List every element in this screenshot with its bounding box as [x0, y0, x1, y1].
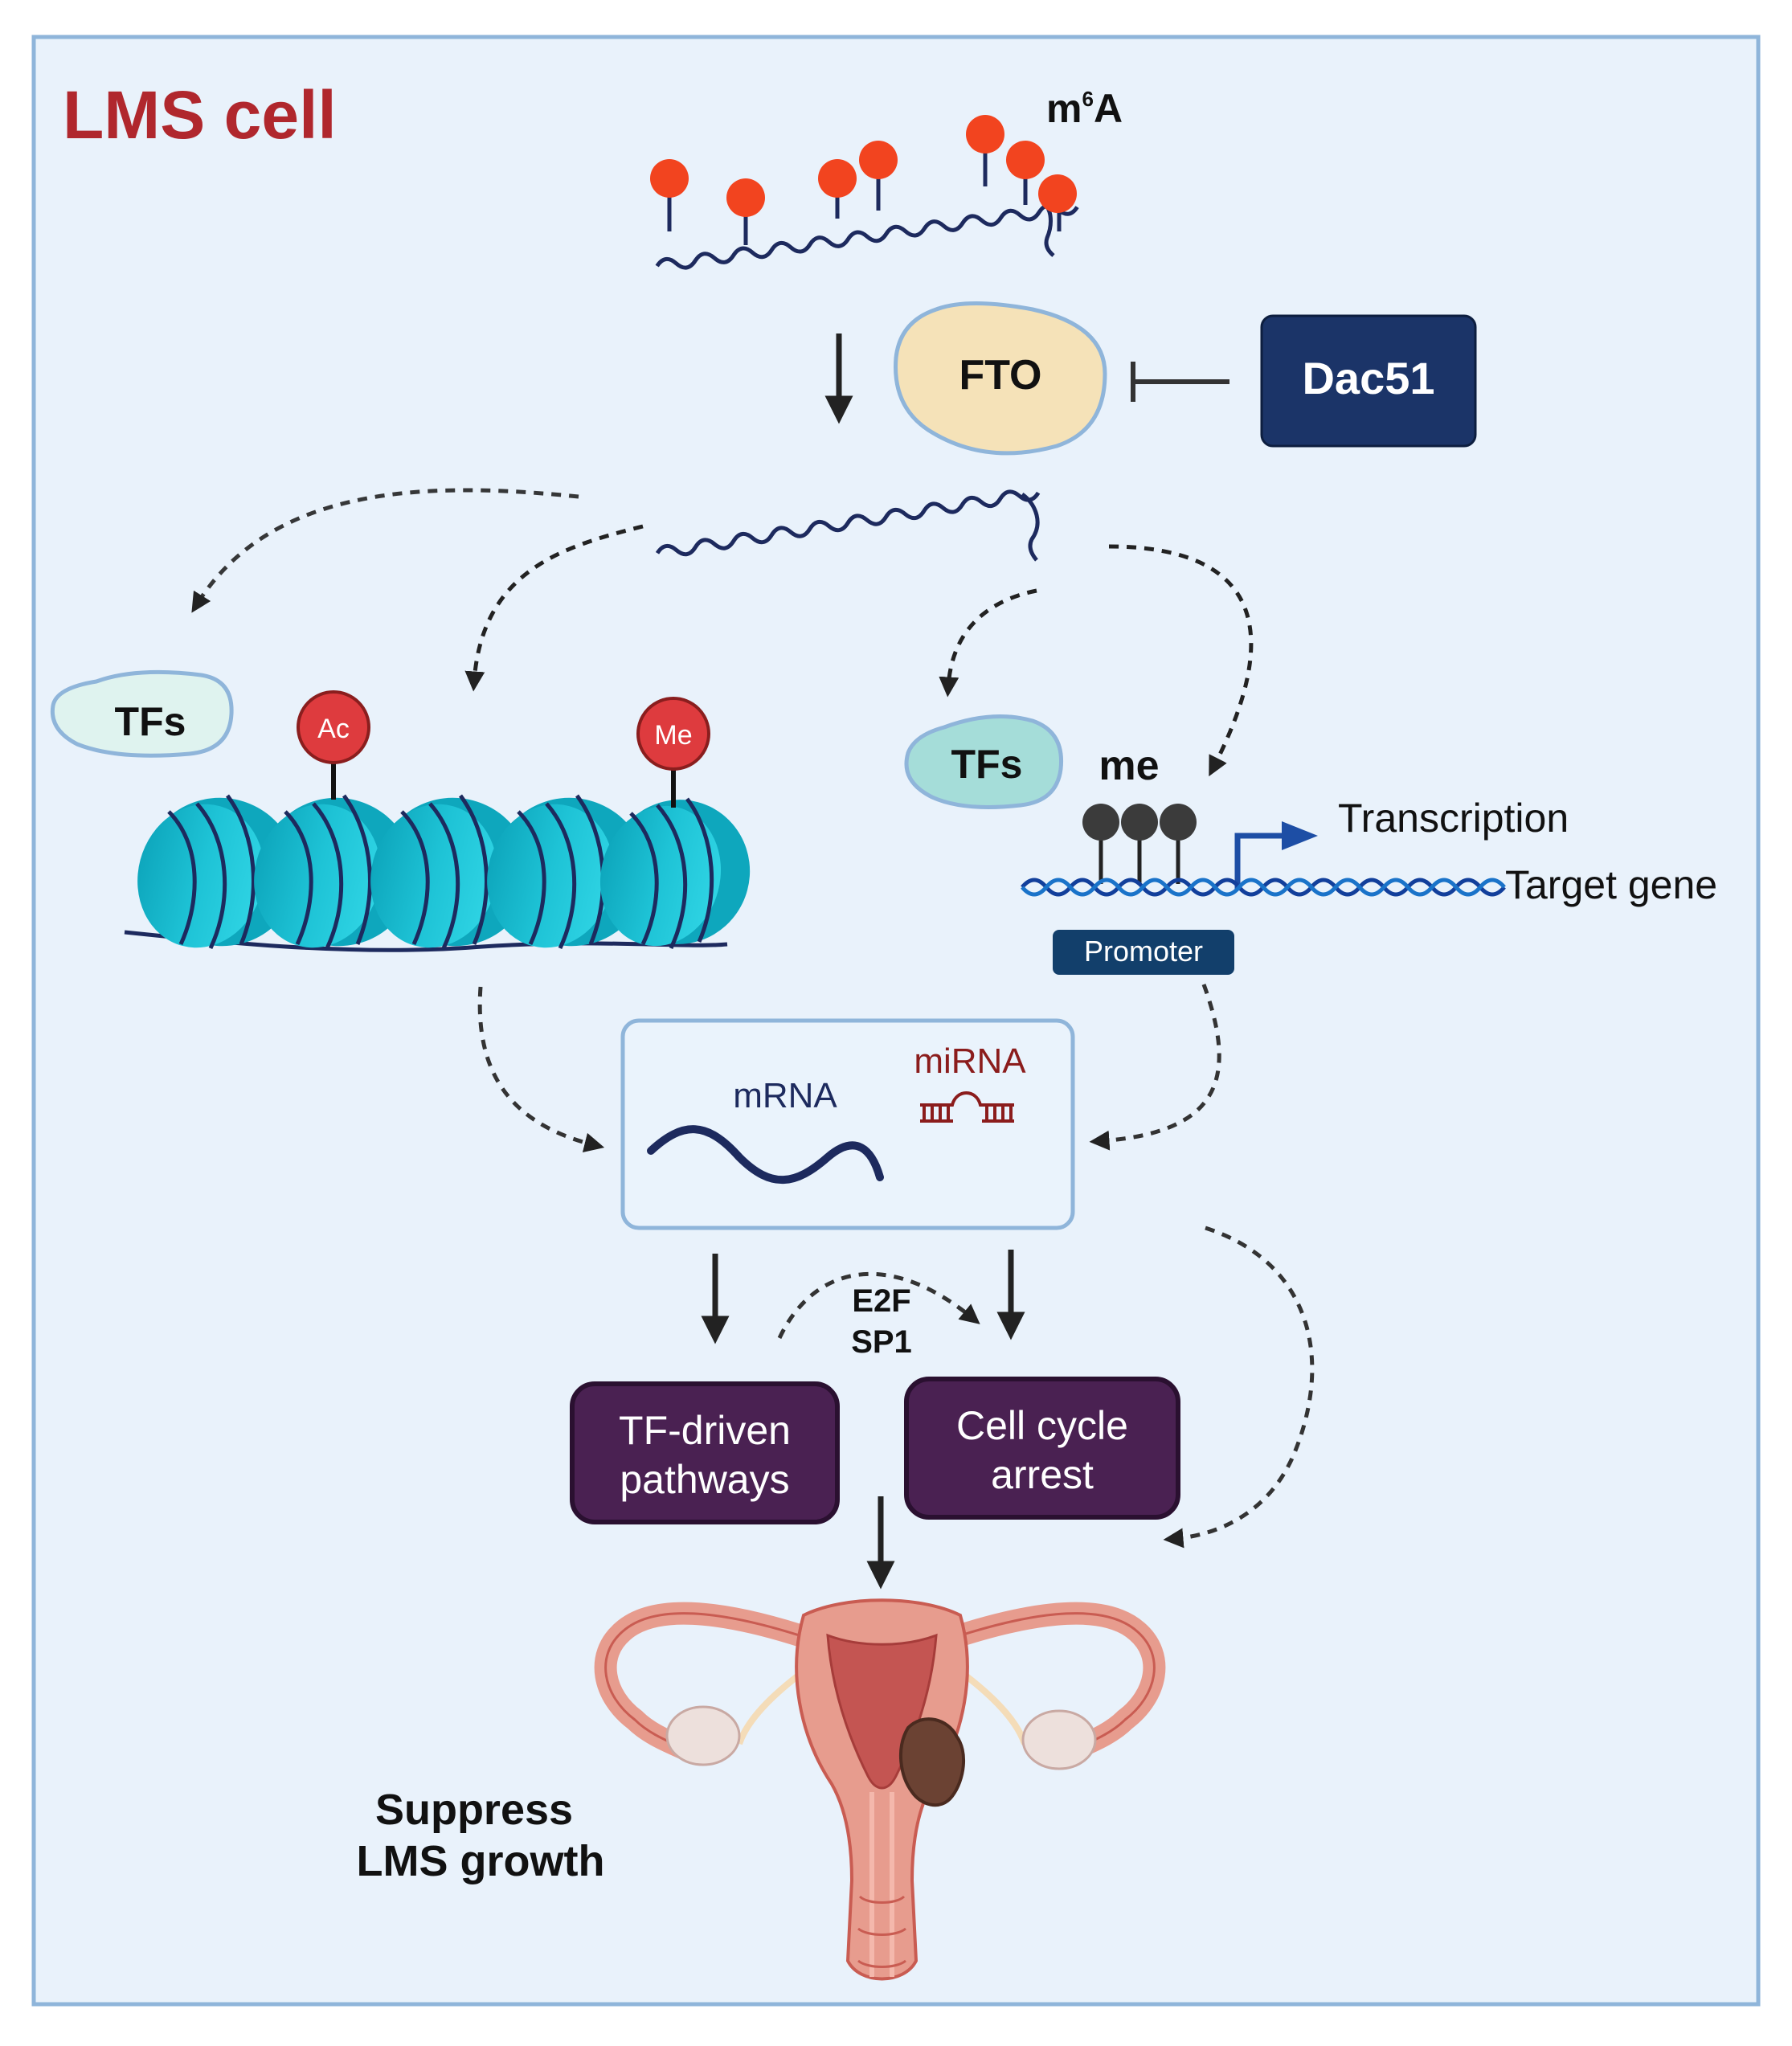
target-gene-label: Target gene — [1505, 862, 1717, 907]
demethylated-rna-tail — [1021, 492, 1040, 562]
transcription-label: Transcription — [1338, 796, 1569, 841]
tumor — [898, 1717, 966, 1807]
dashed-arrows-top — [191, 488, 1254, 777]
nucleosome-array — [124, 794, 751, 952]
tf-driven-label-2: pathways — [620, 1457, 789, 1502]
me-mark-label: Me — [654, 720, 692, 751]
target-gene-dna — [1021, 878, 1506, 897]
me-mark — [636, 697, 710, 771]
dac51-label: Dac51 — [1302, 353, 1434, 403]
m6a-label: m6A — [1046, 86, 1123, 131]
dashed-arrow-right — [1163, 1226, 1315, 1549]
ac-mark — [297, 690, 370, 764]
promoter-methyl-marks — [1082, 804, 1197, 884]
me-label: me — [1099, 743, 1159, 789]
mrna-label: mRNA — [733, 1076, 837, 1115]
panel-title: LMS cell — [63, 77, 337, 153]
dashed-arrows-middle — [477, 984, 1221, 1153]
sp1-label: SP1 — [851, 1324, 912, 1360]
uterus-illustration — [594, 1598, 1166, 1981]
rna-box — [620, 1018, 1075, 1230]
promoter-box — [1053, 930, 1234, 975]
tf-driven-label-1: TF-driven — [619, 1408, 791, 1453]
nucleosome-1 — [137, 794, 297, 950]
e2f-label: E2F — [852, 1283, 910, 1319]
nucleosome-2 — [254, 794, 414, 950]
tf-driven-box — [570, 1381, 840, 1524]
transcription-arrow-head — [1282, 821, 1318, 850]
promoter-label: Promoter — [1084, 935, 1203, 968]
tfs-right-label: TFs — [951, 742, 1023, 787]
fto-label: FTO — [959, 352, 1041, 399]
tfs-left-label: TFs — [115, 699, 186, 744]
fto-protein — [894, 301, 1107, 456]
nucleosome-5 — [599, 797, 751, 950]
mrna-wave — [647, 1125, 884, 1185]
mirna-hairpin-icon — [920, 1091, 1014, 1123]
cell-cycle-label-1: Cell cycle — [956, 1403, 1128, 1448]
cell-cycle-label-2: arrest — [991, 1452, 1094, 1497]
demethylated-rna — [655, 489, 1041, 557]
mirna-label: miRNA — [914, 1041, 1026, 1081]
cell-cycle-box — [904, 1377, 1180, 1520]
dac51-box — [1260, 314, 1477, 448]
m6a-dots — [650, 115, 1077, 217]
transcription-start-arrow — [1234, 833, 1286, 890]
tfs-left-blob — [50, 669, 234, 758]
suppress-label-2: LMS growth — [357, 1837, 605, 1885]
suppress-label-1: Suppress — [375, 1786, 573, 1834]
nucleosome-3 — [370, 794, 530, 950]
m6a-rna-strand — [650, 115, 1079, 270]
inhibition-symbol — [1131, 362, 1229, 402]
ac-label: Ac — [317, 714, 350, 744]
tfs-right-blob — [904, 714, 1064, 809]
